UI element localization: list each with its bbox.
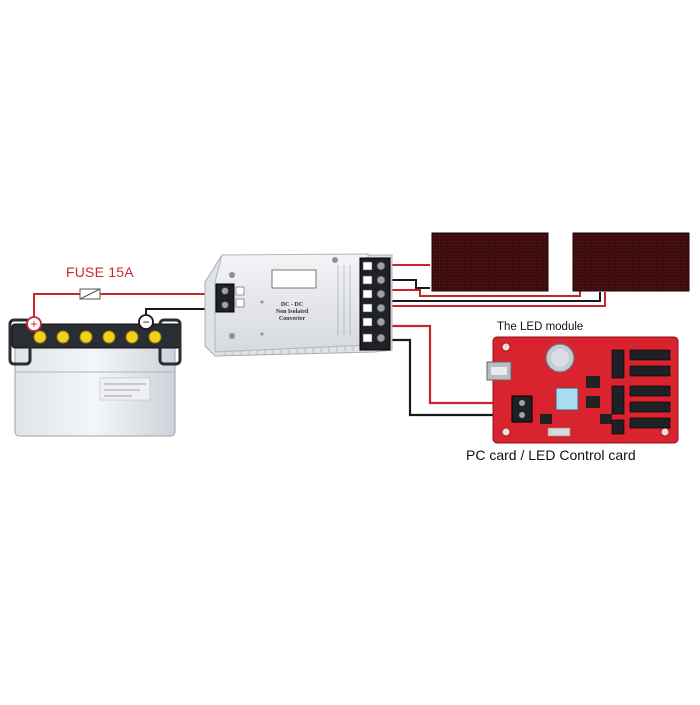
wire-out-red-3 — [392, 292, 606, 307]
battery-caps — [33, 330, 162, 344]
battery: + − — [8, 314, 182, 437]
negative-symbol: − — [142, 315, 149, 329]
positive-symbol: + — [30, 317, 37, 331]
control-card-label: PC card / LED Control card — [466, 447, 636, 463]
led-module-2 — [572, 232, 690, 292]
wire-card-black — [392, 338, 512, 417]
led-module-label: The LED module — [497, 321, 584, 333]
converter-label-line1: DC - DC — [281, 302, 303, 308]
wire-battery-positive — [33, 290, 231, 322]
led-control-card — [486, 336, 679, 444]
wire-out-black-2 — [392, 292, 601, 302]
dc-dc-converter: DC - DC Non Isolated Converter — [204, 253, 393, 357]
wire-out-black-1 — [392, 279, 430, 289]
converter-input-terminal — [215, 283, 245, 313]
wire-out-red-2 — [392, 289, 581, 297]
battery-positive-terminal: + — [26, 316, 42, 332]
card-power-terminal — [511, 395, 533, 423]
converter-label-line2: Non Isolated — [276, 309, 309, 315]
converter-output-terminal — [359, 257, 391, 351]
fuse-icon — [79, 288, 101, 300]
battery-negative-terminal: − — [138, 314, 154, 330]
hub-connectors — [611, 349, 671, 435]
fuse-label: FUSE 15A — [66, 264, 134, 280]
converter-label-line3: Converter — [279, 316, 306, 322]
wire-card-red — [392, 324, 512, 405]
main-chip — [555, 387, 579, 411]
led-module-1 — [431, 232, 549, 292]
